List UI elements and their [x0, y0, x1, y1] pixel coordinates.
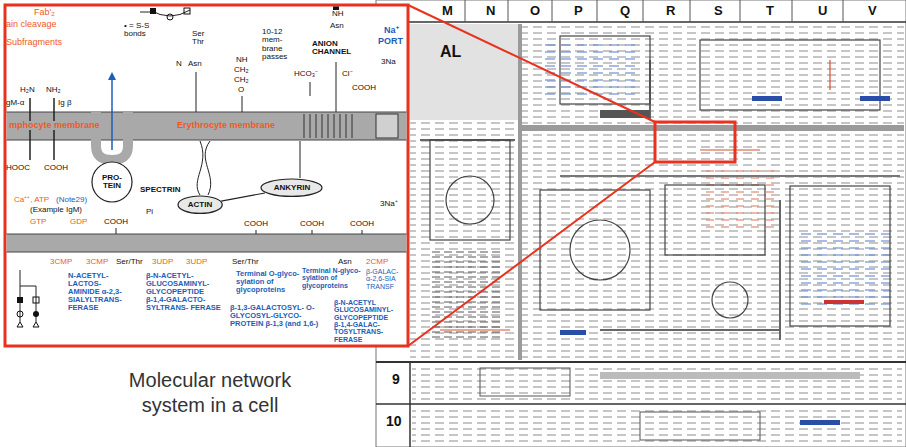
annotation-label: Ser Thr: [192, 30, 210, 47]
node-outline-shape: [178, 196, 222, 213]
annotation-label: COOH: [244, 220, 268, 228]
annotation-label: GTP: [30, 218, 46, 226]
enzyme-label: β-N-ACETYL- GLUCOSAMINYL- GLYCOPEPTIDE β…: [146, 272, 226, 311]
annotation-label: COOH: [104, 218, 128, 226]
annotation-label: N: [176, 60, 182, 68]
annotation-label: 3Na⁺: [380, 200, 398, 208]
annotation-label: Fab'₂: [34, 8, 55, 17]
node-text: ACTIN: [188, 201, 212, 209]
grid-label: V: [868, 4, 877, 18]
annotation-label: CH₂: [234, 76, 249, 84]
grid-label: S: [714, 4, 723, 18]
annotation-label: NH: [332, 10, 344, 18]
annotation-label: • = S-S bonds: [124, 22, 162, 39]
node-text: PRO- TEIN: [99, 174, 125, 191]
annotation-label: 3Na: [381, 58, 396, 66]
grid-label: U: [818, 4, 827, 18]
grid-label: O: [530, 4, 540, 18]
annotation-label: Cl⁻: [342, 70, 353, 78]
annotation-label: Ig β: [58, 99, 72, 107]
annotation-label: Asn: [188, 60, 202, 68]
enzyme-label: β-N-ACETYL GLUCOSAMINYL- GLYCOPEPTIDE β-…: [334, 299, 404, 343]
annotation-label: Subfragments: [6, 38, 62, 47]
zoom-highlight: [408, 5, 735, 346]
enzyme-label: β-GALAC- α-2,6-SIA TRANSF: [366, 268, 404, 290]
grid-label: R: [666, 4, 675, 18]
annotation-label: COOH: [352, 84, 376, 92]
actin-ellipse: ACTIN: [177, 195, 223, 214]
grid-label: AL: [440, 44, 461, 61]
annotation-label: Ser/Thr: [116, 258, 143, 266]
enzyme-label: Terminal O-glyco- sylation of glycoprote…: [236, 270, 300, 294]
grid-label: N: [486, 4, 495, 18]
grid-label: P: [574, 4, 583, 18]
caption: Molecular network system in a cell: [105, 368, 315, 418]
annotation-label: ANION CHANNEL: [312, 40, 364, 57]
enzyme-label: N-ACETYL- LACTOS- AMINIDE α-2,3- SIALYLT…: [68, 272, 134, 311]
annotation-label: mphocyte membrane: [8, 121, 101, 130]
annotation-label: 3UDP: [186, 258, 207, 266]
node-text: ANKYRIN: [274, 184, 310, 192]
grid-label: 9: [392, 372, 400, 387]
enzyme-label: β-1,3-GALACTOSYL- O-GLYCOSYL-GLYCO- PROT…: [230, 304, 330, 328]
annotation-label: CH₂: [234, 66, 249, 74]
annotation-label: GDP: [70, 218, 87, 226]
annotation-label: Asn: [338, 258, 352, 266]
annotation-label: HOOC: [6, 164, 30, 172]
annotation-label: ain cleavage: [6, 20, 57, 29]
node-outline-shape: [92, 162, 132, 202]
annotation-label: Ser/Thr: [232, 258, 259, 266]
protein-circle: PRO- TEIN: [91, 161, 133, 203]
enzyme-label: Terminal N-glyco- sylation of glycoprote…: [302, 267, 364, 289]
zoom-inset: [5, 4, 408, 346]
grid-label: M: [442, 4, 453, 18]
annotation-label: Asn: [330, 22, 344, 30]
annotation-label: 10-12 mem- brane passes: [262, 28, 304, 62]
annotation-label: 2CMP: [366, 258, 388, 266]
annotation-label: COOH: [350, 220, 374, 228]
annotation-label: 3CMP: [86, 258, 108, 266]
annotation-label: 3UDP: [152, 258, 173, 266]
annotation-label: HCO₃⁻: [294, 70, 318, 78]
enzyme-label: PORT: [378, 37, 403, 46]
annotation-label: (Example IgM): [30, 206, 82, 214]
grid-label: 10: [386, 414, 402, 429]
annotation-label: 3CMP: [50, 258, 72, 266]
ankyrin-shape: ANKYRIN: [260, 178, 323, 197]
annotation-label: NH₂: [46, 86, 61, 94]
grid-label: Q: [620, 4, 630, 18]
annotation-label: COOH: [44, 164, 68, 172]
enzyme-label: Na⁺: [384, 26, 399, 35]
connector-line: [221, 193, 265, 201]
annotation-label: H₂N: [20, 86, 35, 94]
annotation-label: SPECTRIN: [140, 186, 180, 194]
node-outline-shape: [261, 179, 322, 196]
annotation-label: Pi: [146, 208, 153, 216]
enzyme-label: (Note29): [56, 196, 87, 204]
annotation-label: NH: [236, 56, 248, 64]
annotation-label: Ca⁺⁺, ATP: [14, 196, 49, 204]
annotation-label: gM-α: [6, 99, 24, 107]
annotation-label: O: [238, 86, 244, 94]
annotation-label: Erythrocyte membrane: [176, 121, 276, 130]
grid-label: T: [766, 4, 774, 18]
metabolic-map: [376, 0, 906, 447]
annotation-label: COOH: [300, 220, 324, 228]
